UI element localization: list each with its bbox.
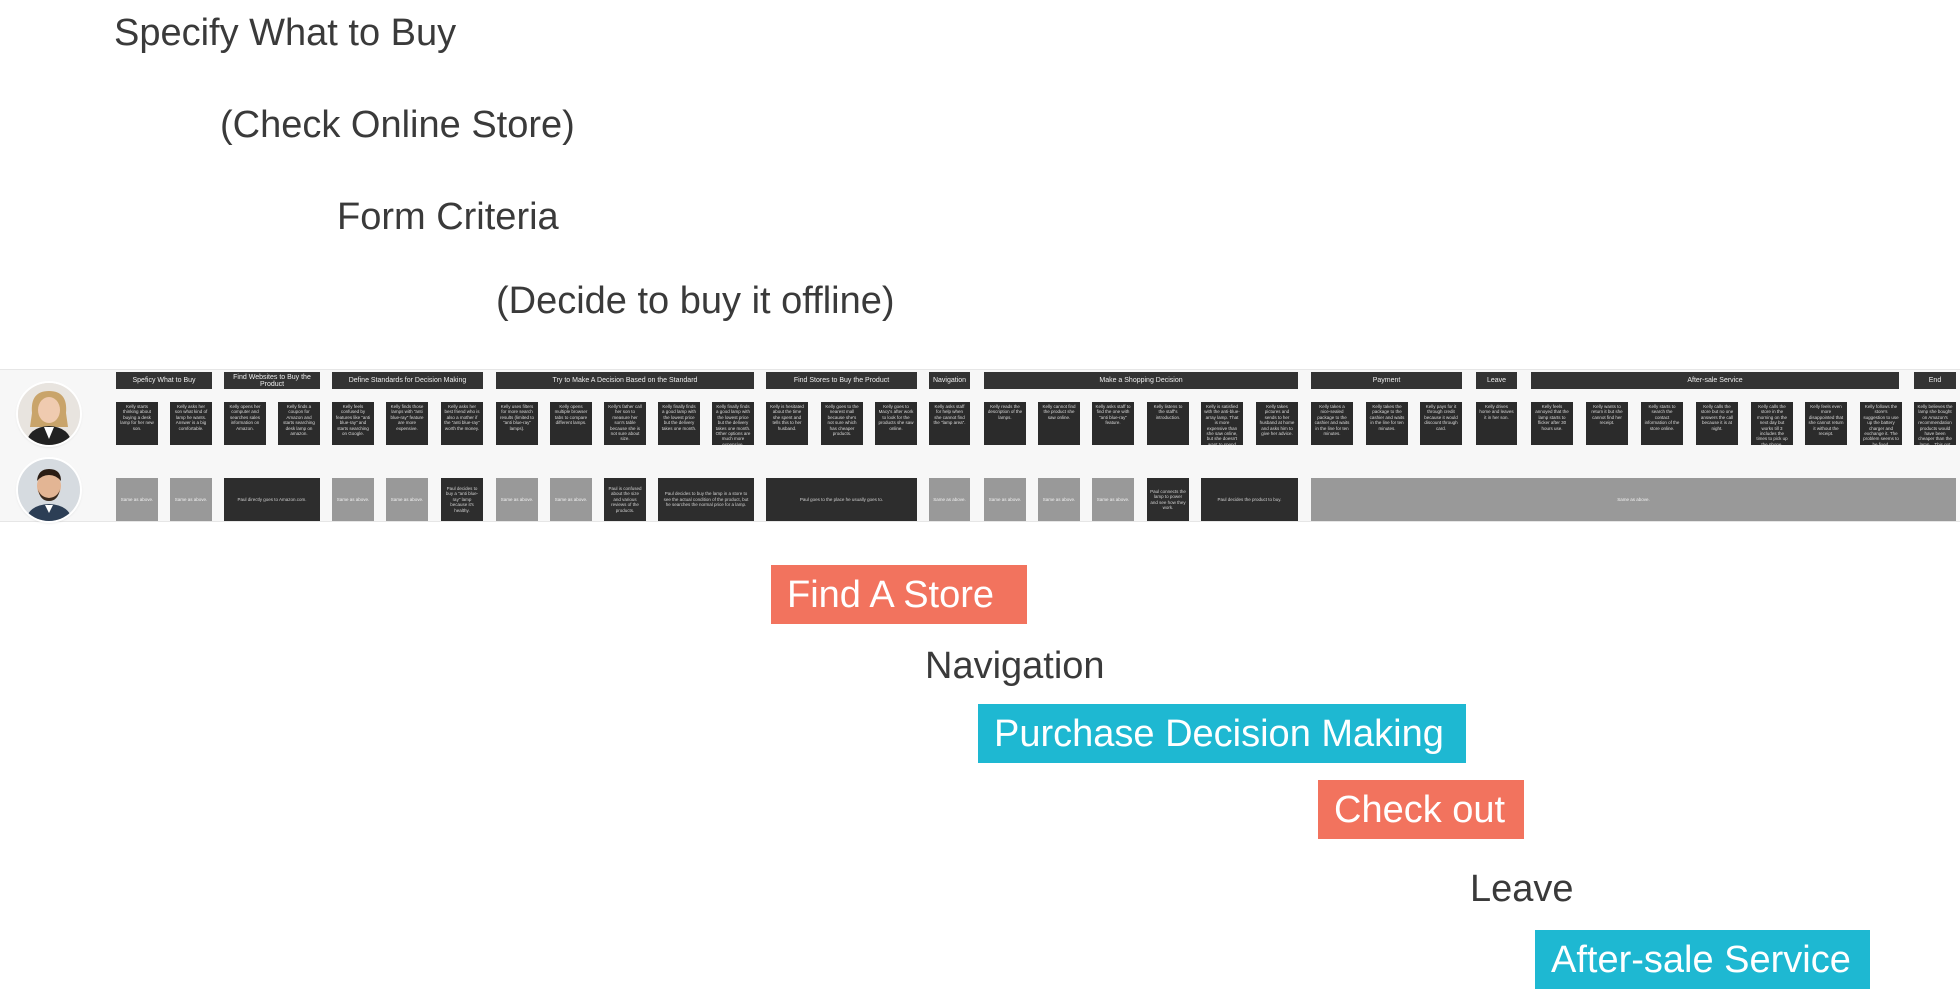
- paul-step-card: Same as above.: [1311, 478, 1956, 521]
- person-avatar-icon: [18, 459, 80, 521]
- stage-tag-check-out: Check out: [1318, 780, 1524, 839]
- kelly-step-card: Kelly pays for it through credit because…: [1420, 402, 1462, 445]
- paul-step-card: Same as above.: [984, 478, 1026, 521]
- kelly-step-card: Kelly asks her best friend who is also a…: [441, 402, 483, 445]
- journey-phase: Find Stores to Buy the Product: [766, 372, 917, 389]
- kelly-step-card: Kelly opens her computer and searches sa…: [224, 402, 266, 445]
- paul-step-card: Same as above.: [929, 478, 970, 521]
- kelly-step-card: Kelly feels annoyed that the lamp starts…: [1531, 402, 1573, 445]
- paul-step-card: Same as above.: [170, 478, 212, 521]
- journey-phase: Try to Make A Decision Based on the Stan…: [496, 372, 754, 389]
- kelly-step-card: Kelly finally finds a good lamp with the…: [712, 402, 754, 445]
- paul-step-card: Same as above.: [1092, 478, 1134, 521]
- kelly-step-card: Kelly asks staff for help when she canno…: [929, 402, 970, 445]
- stage-tag-find-store: Find A Store: [771, 565, 1027, 624]
- paul-step-card: Paul decides to buy a "anti blue-ray" la…: [441, 478, 483, 521]
- kelly-step-card: Kelly's father call her son to measure h…: [604, 402, 646, 445]
- journey-phase: End: [1914, 372, 1956, 389]
- journey-phase: Leave: [1476, 372, 1517, 389]
- journey-phase: Payment: [1311, 372, 1462, 389]
- kelly-step-card: Kelly asks her son what kind of lamp he …: [170, 402, 212, 445]
- kelly-step-card: Kelly calls the store in the morning on …: [1751, 402, 1793, 445]
- kelly-step-card: Kelly feels even more disappointed that …: [1805, 402, 1847, 445]
- kelly-step-card: Kelly goes to the nearest mall because s…: [821, 402, 863, 445]
- kelly-step-card: Kelly wants to return it but she cannot …: [1586, 402, 1628, 445]
- journey-phase: Make a Shopping Decision: [984, 372, 1298, 389]
- journey-phase: After-sale Service: [1531, 372, 1899, 389]
- kelly-avatar-icon: [18, 383, 80, 445]
- stage-tag-purchase-decision: Purchase Decision Making: [978, 704, 1466, 763]
- kelly-step-card: Kelly takes a nice-sealed package to the…: [1311, 402, 1353, 445]
- paul-avatar-icon: [18, 459, 80, 521]
- paul-step-card: Same as above.: [386, 478, 428, 521]
- kelly-step-card: Kelly follows the store's suggestion to …: [1860, 402, 1902, 445]
- journey-phase: Find Websites to Buy the Product: [224, 372, 320, 389]
- kelly-step-card: Kelly is hesitated about the time she sp…: [766, 402, 808, 445]
- kelly-step-card: Kelly finds those lamps with "anti blue-…: [386, 402, 428, 445]
- journey-phase: Navigation: [929, 372, 970, 389]
- paul-step-card: Same as above.: [496, 478, 538, 521]
- stage-label-form-criteria: Form Criteria: [337, 196, 559, 238]
- kelly-step-card: Kelly takes the package to the cashier a…: [1366, 402, 1408, 445]
- stage-label-navigation: Navigation: [925, 645, 1105, 687]
- paul-step-card: Same as above.: [1038, 478, 1080, 521]
- paul-step-card: Paul decides to buy the lamp in a store …: [658, 478, 754, 521]
- stage-label-decide-offline: (Decide to buy it offline): [496, 280, 895, 322]
- kelly-step-card: Kelly opens multiple browser tabs to com…: [550, 402, 592, 445]
- kelly-step-card: Kelly cannot find the product she saw on…: [1038, 402, 1080, 445]
- kelly-step-card: Kelly takes pictures and sends to her hu…: [1256, 402, 1298, 445]
- paul-step-card: Same as above.: [116, 478, 158, 521]
- paul-step-card: Same as above.: [332, 478, 374, 521]
- stage-tag-after-sale: After-sale Service: [1535, 930, 1870, 989]
- kelly-step-card: Kelly uses filters for more search resul…: [496, 402, 538, 445]
- person-avatar-icon: [18, 383, 80, 445]
- kelly-step-card: Kelly listens to the staff's introductio…: [1147, 402, 1189, 445]
- kelly-step-card: Kelly finally finds a good lamp with the…: [658, 402, 700, 445]
- kelly-step-card: Kelly believes the lamp she bought on Am…: [1914, 402, 1956, 445]
- stage-label-check-online: (Check Online Store): [220, 104, 575, 146]
- kelly-step-card: Kelly reads the description of the lamps…: [984, 402, 1026, 445]
- kelly-step-card: Kelly is satisfied with the anti-blue-ar…: [1201, 402, 1243, 445]
- stage-label-leave: Leave: [1470, 868, 1574, 910]
- paul-step-card: Same as above.: [550, 478, 592, 521]
- kelly-step-card: Kelly drives home and leaves it in her s…: [1476, 402, 1517, 445]
- paul-step-card: Paul connects the lamp to power and see …: [1147, 478, 1189, 521]
- journey-phase: Define Standards for Decision Making: [332, 372, 483, 389]
- kelly-step-card: Kelly asks staff to find the one with "a…: [1092, 402, 1134, 445]
- journey-phase: Speficy What to Buy: [116, 372, 212, 389]
- paul-step-card: Paul is confused about the size and vari…: [604, 478, 646, 521]
- kelly-step-card: Kelly starts to search the contact infor…: [1641, 402, 1683, 445]
- stage-label-specify: Specify What to Buy: [114, 12, 457, 54]
- kelly-step-card: Kelly goes to Macy's after work to look …: [875, 402, 917, 445]
- kelly-step-card: Kelly finds a coupon for Amazon and star…: [278, 402, 320, 445]
- paul-step-card: Paul decides the product to buy.: [1201, 478, 1298, 521]
- kelly-step-card: Kelly feels confused by features like "a…: [332, 402, 374, 445]
- kelly-step-card: Kelly starts thinking about buying a des…: [116, 402, 158, 445]
- kelly-step-card: Kelly calls the store but no one answers…: [1696, 402, 1738, 445]
- paul-step-card: Paul goes to the place he usually goes t…: [766, 478, 917, 521]
- paul-step-card: Paul directly goes to Amazon.com.: [224, 478, 320, 521]
